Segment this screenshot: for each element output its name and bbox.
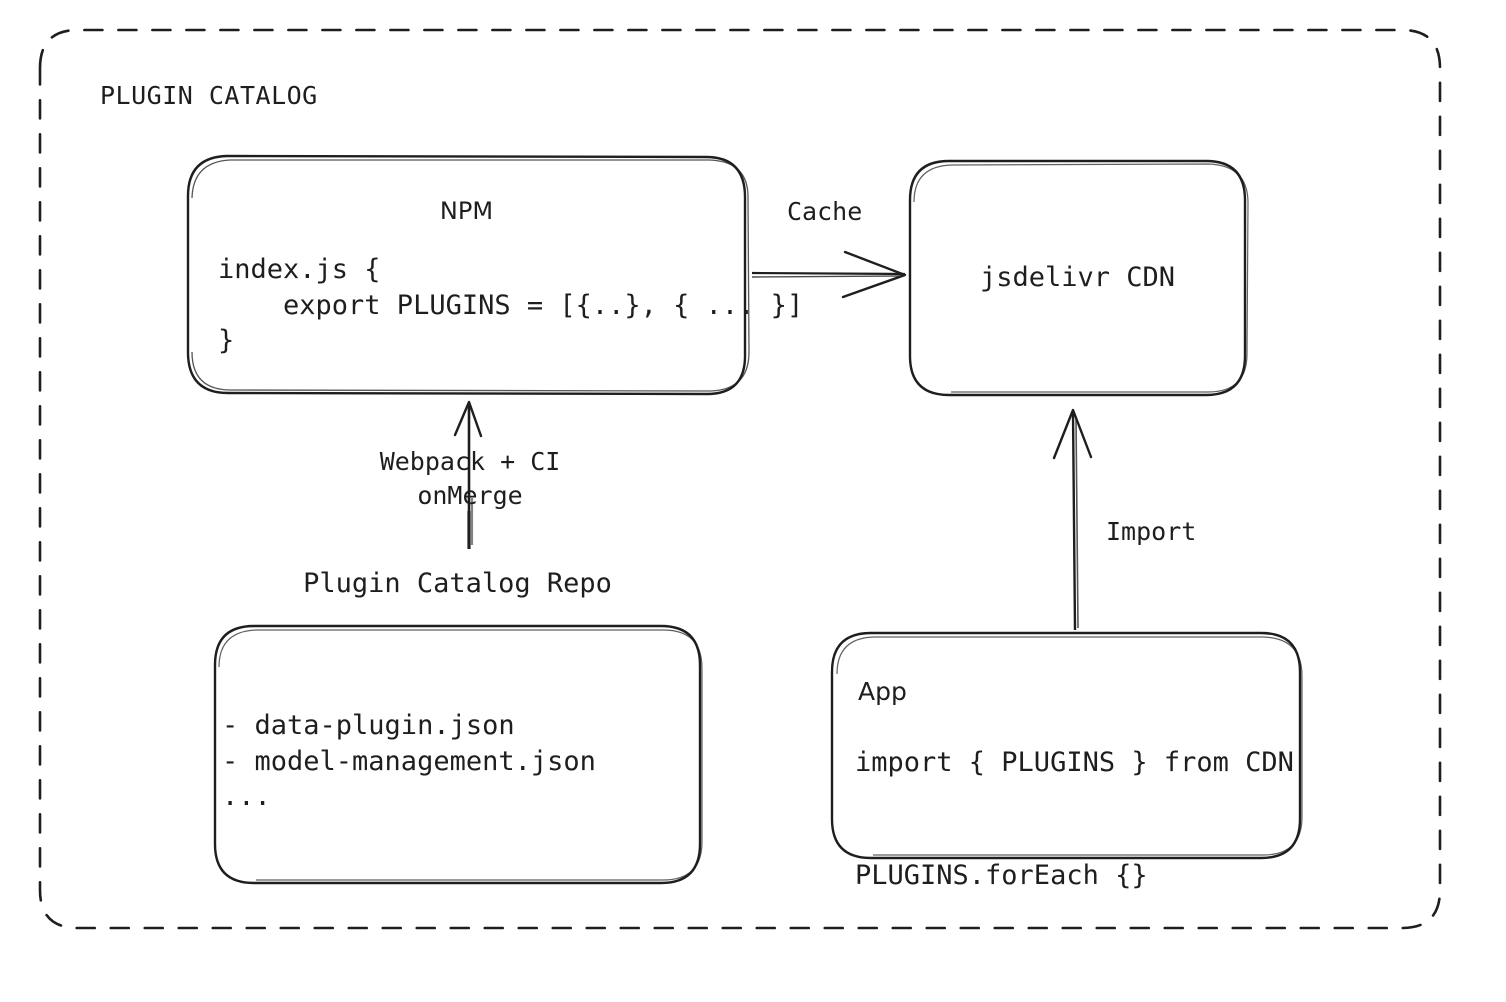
container-title: PLUGIN CATALOG [100,81,318,110]
repo-node-caption: Plugin Catalog Repo [303,568,612,599]
npm-node-code: index.js { export PLUGINS = [{..}, { ...… [218,254,804,357]
npm-node-title: NPM [439,197,494,225]
app-node-code: import { PLUGINS } from CDN PLUGINS.forE… [855,747,1294,892]
edge-label-cache: Cache [787,197,863,226]
repo-node-file-list: - data-plugin.json - model-management.js… [222,710,596,813]
edge-import-arrow [1052,408,1093,631]
cdn-node-title: jsdelivr CDN [979,262,1176,293]
edge-label-build: Webpack + CI onMerge [379,447,561,510]
app-node-title: App [858,677,907,706]
edge-label-import: Import [1106,517,1197,546]
